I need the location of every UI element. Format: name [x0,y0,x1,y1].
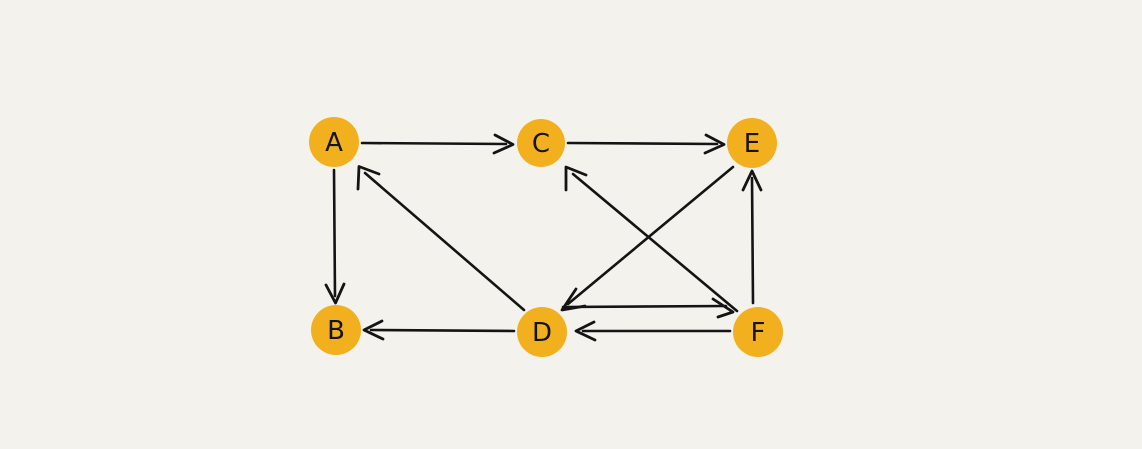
edge-layer [324,133,763,342]
node-c[interactable]: C [517,119,565,167]
node-e-label: E [744,129,760,159]
node-f-circle[interactable] [733,307,783,357]
node-d[interactable]: D [517,307,567,357]
node-a-circle[interactable] [309,117,359,167]
edge-a-to-c [360,133,515,155]
edge-d-to-a [356,165,526,312]
node-a-label: A [325,128,343,158]
edge-e-to-d [560,165,735,312]
node-a[interactable]: A [309,117,359,167]
node-e[interactable]: E [727,118,777,168]
node-c-label: C [532,129,550,159]
edge-d-to-b [362,319,516,341]
node-b[interactable]: B [311,305,361,355]
node-c-circle[interactable] [517,119,565,167]
node-b-circle[interactable] [311,305,361,355]
edge-f-to-e [741,169,763,305]
node-f-label: F [751,318,766,348]
node-e-circle[interactable] [727,118,777,168]
node-f[interactable]: F [733,307,783,357]
node-b-label: B [327,316,345,346]
edge-c-to-e [566,133,726,155]
edge-d-to-f [561,297,735,319]
node-d-circle[interactable] [517,307,567,357]
edge-f-to-d [574,320,732,342]
edge-f-to-c [564,165,739,313]
node-layer: A B C D E F [309,117,783,357]
node-d-label: D [532,318,552,348]
edge-a-to-b [324,168,346,305]
